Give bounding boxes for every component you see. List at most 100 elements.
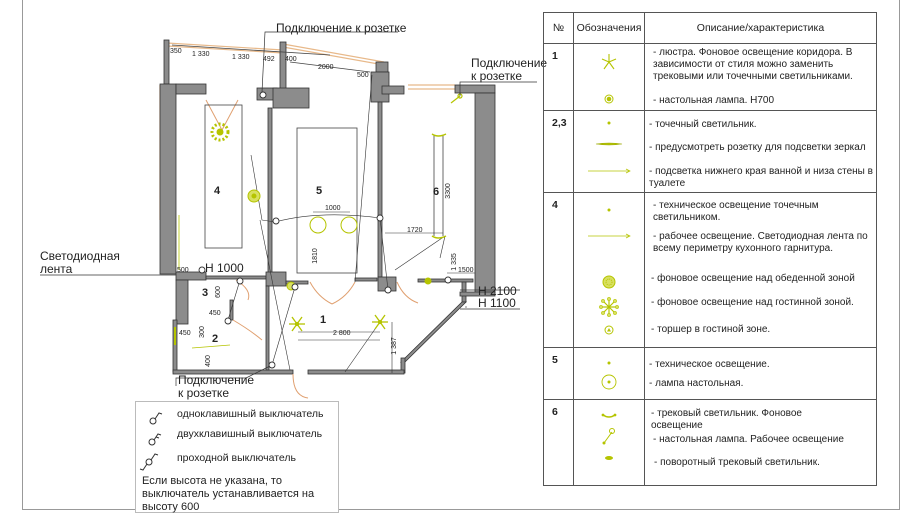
dimension-label: 600 (214, 286, 222, 298)
single-key-switch-icon (149, 412, 163, 425)
spot-light-icon (424, 277, 432, 285)
spec-description: - подсветка нижнего края ванной и низа с… (649, 166, 873, 189)
dimension-label: 1000 (325, 205, 341, 212)
callout-socket-bottom-2: к розетке (178, 386, 229, 400)
light-fixtures (174, 93, 463, 349)
table-header-row: № Обозначения Описание/характеристика (543, 12, 877, 44)
spot-light-icon (607, 208, 611, 212)
dimension-label: 1 387 (390, 337, 398, 355)
sheet-frame (22, 0, 900, 510)
dimension-label: 2000 (318, 64, 334, 71)
dimension-label: 350 (170, 48, 182, 55)
legend-label: проходной выключатель (177, 452, 297, 464)
floor-lamp-icon (604, 325, 614, 335)
dimension-label: 2 800 (333, 330, 351, 337)
track-light-icon (601, 413, 617, 418)
spec-description: - торшер в гостиной зоне. (651, 324, 771, 335)
legend-label: двухклавишный выключатель (177, 428, 323, 440)
desk-lamp-arm-icon (602, 428, 615, 445)
led-line-icon (588, 168, 631, 174)
spec-description: - лампа настольная. (649, 378, 744, 389)
dimension-label: 300 (198, 326, 206, 338)
desk-lamp-ring-icon (601, 374, 617, 390)
chandelier-icon (372, 314, 388, 330)
height-label-2100: H 2100 (478, 284, 517, 298)
callout-socket-top: Подключение к розетке (276, 21, 407, 35)
led-line-icon (191, 344, 231, 349)
room-number: 1 (320, 314, 327, 326)
room-number: 3 (202, 287, 209, 299)
mirror-light-icon (595, 142, 623, 146)
row-number: 2,3 (543, 110, 574, 193)
dimension-label: 492 (263, 56, 275, 63)
row-number: 5 (543, 347, 574, 400)
spec-description: - фоновое освещение над гостинной зоной. (651, 297, 854, 308)
floor-plan (40, 31, 537, 399)
header-description: Описание/характеристика (644, 12, 877, 44)
spec-description: - техническое освещение. (649, 359, 770, 370)
dimension-label: 450 (209, 310, 221, 317)
lighting-spec-table: № Обозначения Описание/характеристика 1 … (543, 12, 877, 486)
callout-socket-right-2: к розетке (471, 69, 522, 83)
table-lamp-dot-icon (604, 94, 614, 104)
spec-description: - настольная лампа. Рабочее освещение (653, 434, 844, 445)
header-number: № (543, 12, 574, 44)
callout-led-strip-1: Светодиодная (40, 249, 120, 263)
walls (159, 39, 496, 375)
spec-description: - поворотный трековый светильник. (654, 457, 820, 468)
header-symbols: Обозначения (573, 12, 645, 44)
swivel-track-light-icon (605, 456, 613, 460)
callout-leaders (40, 31, 537, 386)
spec-description: - настольная лампа. Н700 (653, 95, 775, 106)
room-number: 4 (214, 185, 221, 197)
dimension-label: 400 (204, 355, 212, 367)
table-row: 5 - техническое освещение. - лампа насто… (543, 347, 877, 400)
dimension-lines (298, 211, 475, 373)
chandelier-icon (601, 54, 617, 70)
spec-description: - предусмотреть розетку для подсветки зе… (649, 142, 866, 153)
dining-pendant-icon (247, 189, 261, 203)
row-number: 6 (543, 399, 574, 486)
spec-description: - рабочее освещение. Светодиодная лента … (653, 231, 868, 254)
spec-description: - фоновое освещение над обеденной зоной (651, 273, 855, 284)
callout-led-strip-2: лента (40, 262, 73, 276)
spec-description: - трековый светильник. Фоновое освещение (651, 408, 802, 431)
legend-note: Если высота не указана, то выключатель у… (142, 475, 315, 513)
dimension-label: 1720 (407, 227, 423, 234)
dimension-label: 1 330 (232, 54, 250, 61)
table-row: 2,3 - точечный светильник. - предусмотре… (543, 110, 877, 193)
desk-lamp-ring-icon (309, 216, 327, 234)
table-row: 1 - люстра. Фоновое освещение коридора. … (543, 43, 877, 111)
room-number: 6 (433, 186, 440, 198)
dimension-label: 3300 (444, 183, 452, 199)
window-glazing (159, 42, 455, 220)
row-number: 4 (543, 192, 574, 348)
living-chandelier-icon (599, 297, 619, 317)
chandelier-icon (289, 316, 305, 332)
spot-light-icon (607, 121, 611, 125)
dining-pendant-icon (602, 275, 616, 289)
height-label-1100: H 1100 (478, 296, 516, 310)
dimension-label: 500 (177, 267, 189, 274)
spot-light-icon (607, 361, 611, 365)
table-row: 4 - техническое освещение точечным свети… (543, 192, 877, 348)
desk-lamp-ring-icon (340, 216, 358, 234)
callout-socket-bottom-1: Подключение (178, 373, 255, 387)
table-row: 6 - трековый светильник. Фоновое освещен… (543, 399, 877, 486)
living-chandelier-icon (210, 122, 230, 142)
row-number: 1 (543, 43, 574, 111)
led-line-icon (588, 233, 631, 239)
double-key-switch-icon (148, 433, 162, 446)
legend-label: одноклавишный выключатель (177, 408, 324, 420)
track-light-icon (431, 133, 447, 239)
room-number: 5 (316, 185, 323, 197)
dimension-label: 1500 (458, 267, 474, 274)
switches (198, 91, 452, 369)
pass-through-switch-icon (139, 453, 159, 471)
dimension-label: 400 (285, 56, 297, 63)
callout-socket-right-1: Подключение (471, 56, 548, 70)
dimension-label: 1 330 (192, 51, 210, 58)
wiring (227, 74, 446, 373)
height-label-1000: H 1000 (205, 261, 244, 275)
dimension-label: 1810 (311, 248, 319, 264)
